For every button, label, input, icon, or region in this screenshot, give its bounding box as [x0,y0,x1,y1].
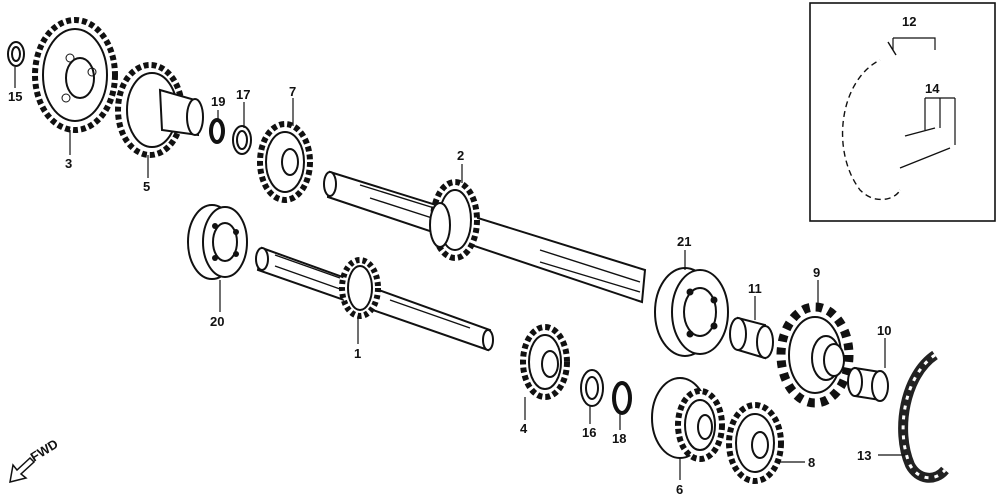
gear-6 [651,377,725,462]
callout-20: 20 [210,314,224,329]
callout-11: 11 [748,281,762,296]
gear-7 [257,121,313,203]
callout-2: 2 [457,148,464,163]
bushing-11 [729,316,774,360]
fwd-label: FWD [28,436,61,464]
circlip-18 [612,381,632,415]
fwd-indicator: FWD [9,436,61,484]
bearing-20 [187,204,248,280]
callout-19: 19 [211,94,225,109]
callout-12: 12 [902,14,916,29]
washer-16 [580,369,604,407]
arrow-down-left-icon [9,456,36,484]
chain-13 [898,350,949,483]
callout-16: 16 [582,425,596,440]
callout-14: 14 [925,81,940,96]
callout-6: 6 [676,482,683,497]
washer-15 [7,41,25,67]
callout-10: 10 [877,323,891,338]
callout-21: 21 [677,234,691,249]
washer-17 [232,125,252,155]
callout-9: 9 [813,265,820,280]
chain-inset [809,2,996,222]
callout-labels: 15 3 5 19 17 7 2 12 14 20 1 21 11 9 10 4… [8,14,940,497]
callout-7: 7 [289,84,296,99]
shaft-1 [255,246,494,352]
gear-3 [32,17,118,133]
gear-8 [726,402,784,484]
gear-5 [115,62,204,158]
callout-15: 15 [8,89,22,104]
callout-13: 13 [857,448,871,463]
bearing-21 [654,267,729,357]
circlip-19 [209,118,225,144]
callout-5: 5 [143,179,150,194]
callout-3: 3 [65,156,72,171]
shaft-2 [323,170,647,304]
callout-8: 8 [808,455,815,470]
sprocket-9 [776,302,854,408]
callout-1: 1 [354,346,361,361]
leader-lines [14,67,905,480]
callout-4: 4 [520,421,528,436]
callout-18: 18 [612,431,626,446]
callout-17: 17 [236,87,250,102]
collar-10 [847,366,889,402]
gear-4 [520,324,570,400]
